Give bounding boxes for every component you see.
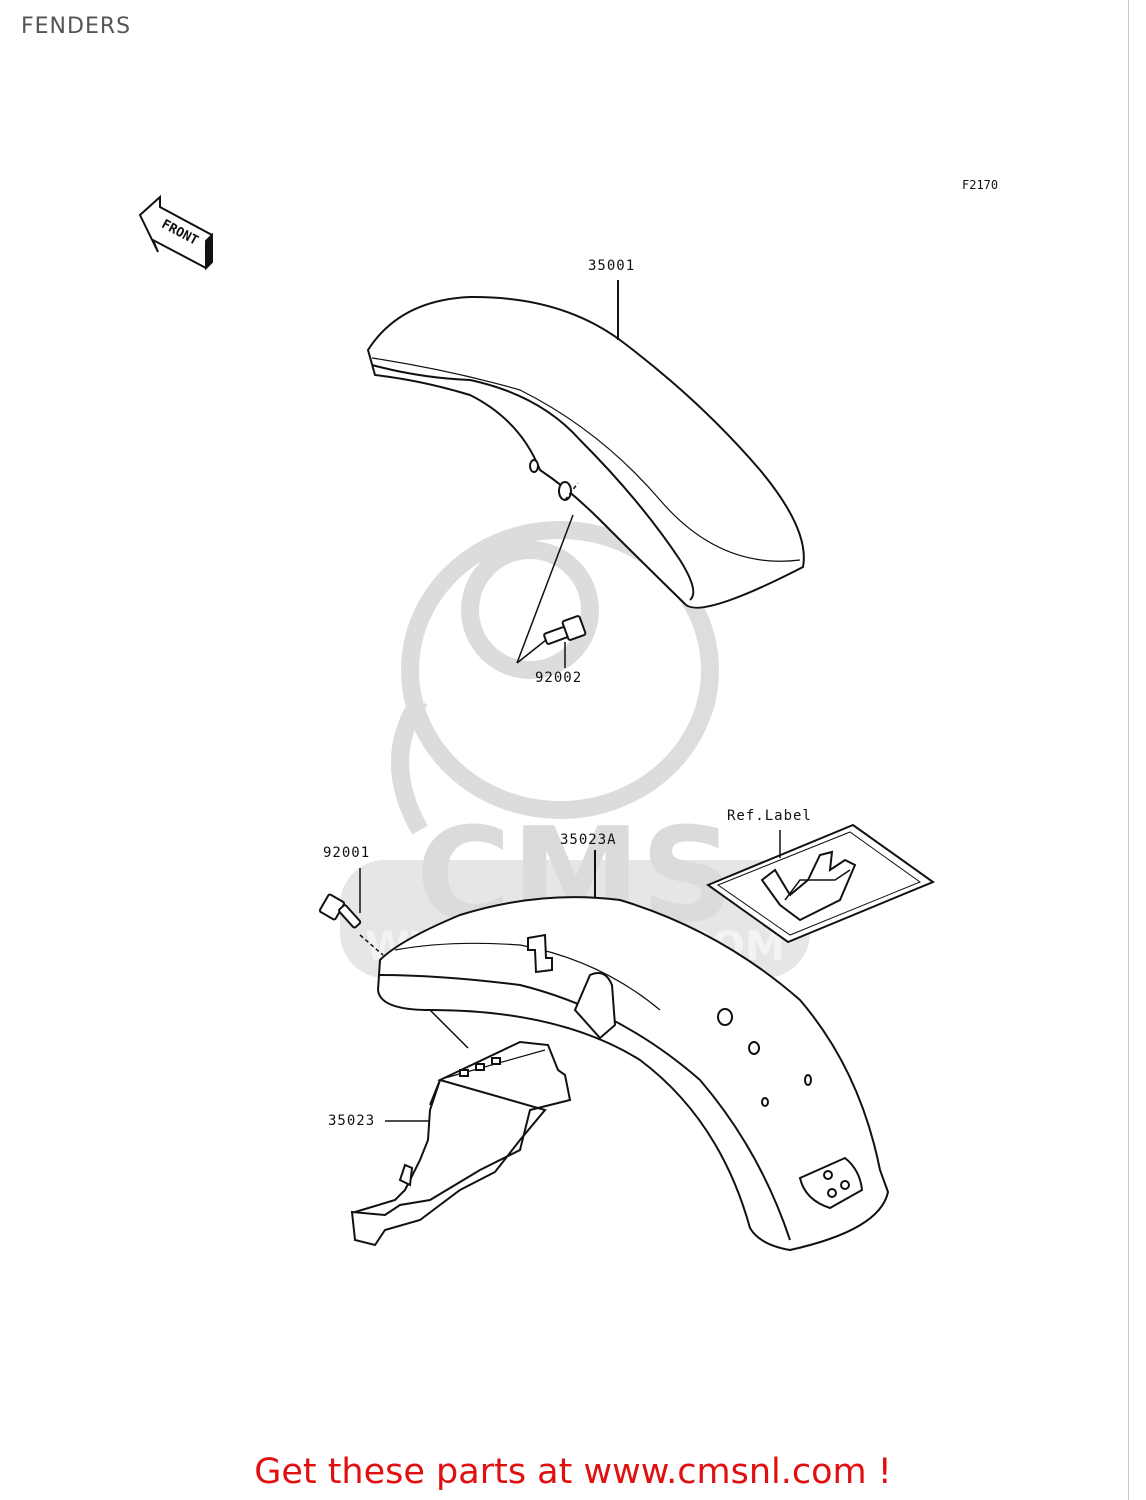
bolt-92002	[543, 615, 587, 645]
get-parts-link[interactable]: Get these parts at www.cmsnl.com !	[254, 1452, 892, 1492]
callout-35023: 35023	[328, 1113, 376, 1129]
callout-35023A: 35023A	[560, 832, 617, 848]
reference-label-sticker	[705, 823, 936, 944]
callout-ref-label: Ref.Label	[727, 808, 812, 824]
rear-inner-fender-35023	[350, 1040, 572, 1247]
rear-fender-35023A	[376, 896, 890, 1252]
page-title: FENDERS	[21, 14, 132, 39]
callout-92002: 92002	[535, 670, 583, 686]
page-border	[1128, 0, 1129, 1500]
figure-code: F2170	[962, 178, 999, 192]
front-direction-arrow: FRONT	[138, 194, 213, 271]
front-fender-35001	[366, 295, 805, 609]
callout-35001: 35001	[588, 258, 636, 274]
callout-92001: 92001	[323, 845, 371, 861]
leader-92002	[516, 482, 579, 668]
bolt-92001	[318, 893, 362, 929]
